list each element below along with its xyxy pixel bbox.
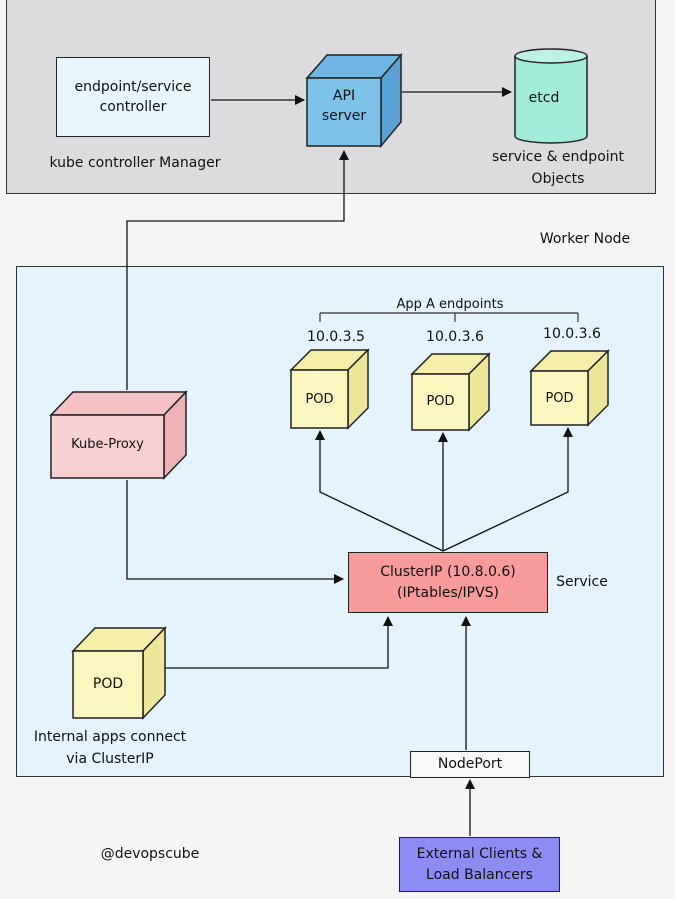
controller-manager-label: kube controller Manager (49, 155, 221, 171)
cluster-ip-box: ClusterIP (10.8.0.6) (IPtables/IPVS) (348, 552, 548, 613)
pod-2-ip: 10.0.3.6 (426, 329, 484, 345)
cluster-ip-line1: ClusterIP (10.8.0.6) (380, 564, 516, 581)
internal-caption: Internal apps connect via ClusterIP (20, 727, 200, 770)
arrow-kubeproxy-to-clusterip (126, 480, 344, 584)
controller-line2: controller (99, 99, 167, 115)
worker-node-title: Worker Node (539, 231, 631, 247)
pod-3-ip: 10.0.3.6 (543, 326, 601, 342)
external-clients-box: External Clients & Load Balancers (399, 837, 560, 892)
etcd-caption-line1: service & endpoint (491, 149, 625, 165)
endpoint-service-controller-box: endpoint/service controller (56, 57, 210, 137)
api-server-line1: API (332, 88, 356, 104)
pod-cube-2 (410, 352, 491, 432)
kube-proxy-label: Kube-Proxy (71, 437, 144, 452)
etcd-cylinder (514, 48, 588, 144)
arrow-clusterip-to-pod-3 (442, 427, 573, 552)
nodeport-label: NodePort (437, 756, 503, 773)
app-endpoints-label: App A endpoints (396, 297, 504, 312)
arrow-clusterip-to-pod-1 (315, 430, 444, 552)
etcd-label: etcd (528, 90, 560, 106)
api-server-cube (305, 52, 403, 149)
connectors (126, 87, 573, 836)
watermark: @devopscube (100, 846, 200, 862)
pod-2-label: POD (426, 394, 455, 409)
service-label: Service (556, 574, 608, 590)
cluster-ip-line2: (IPtables/IPVS) (397, 584, 499, 601)
endpoints-bracket (319, 312, 579, 322)
internal-caption-line1: Internal apps connect (33, 729, 187, 745)
nodeport-box: NodePort (410, 751, 530, 778)
pod-1-ip: 10.0.3.5 (307, 329, 365, 345)
etcd-caption: service & endpoint Objects (478, 147, 638, 190)
pod-cube-1 (289, 348, 370, 430)
etcd-caption-line2: Objects (531, 170, 585, 187)
arrow-internal-pod-to-clusterip (165, 616, 393, 669)
api-server-line2: server (321, 108, 367, 125)
pod-cube-3 (529, 349, 610, 427)
internal-caption-line2: via ClusterIP (66, 750, 154, 767)
controller-line1: endpoint/service (74, 78, 192, 95)
kube-proxy-cube (49, 390, 188, 480)
internal-pod-label: POD (92, 676, 124, 692)
api-server-label: API server (307, 86, 381, 127)
pod-3-label: POD (545, 391, 574, 406)
external-line2: Load Balancers (426, 866, 533, 883)
external-line1: External Clients & (416, 846, 543, 863)
arrow-kubeproxy-to-api (126, 150, 349, 390)
pod-1-label: POD (305, 392, 334, 407)
internal-pod-cube (71, 626, 167, 720)
